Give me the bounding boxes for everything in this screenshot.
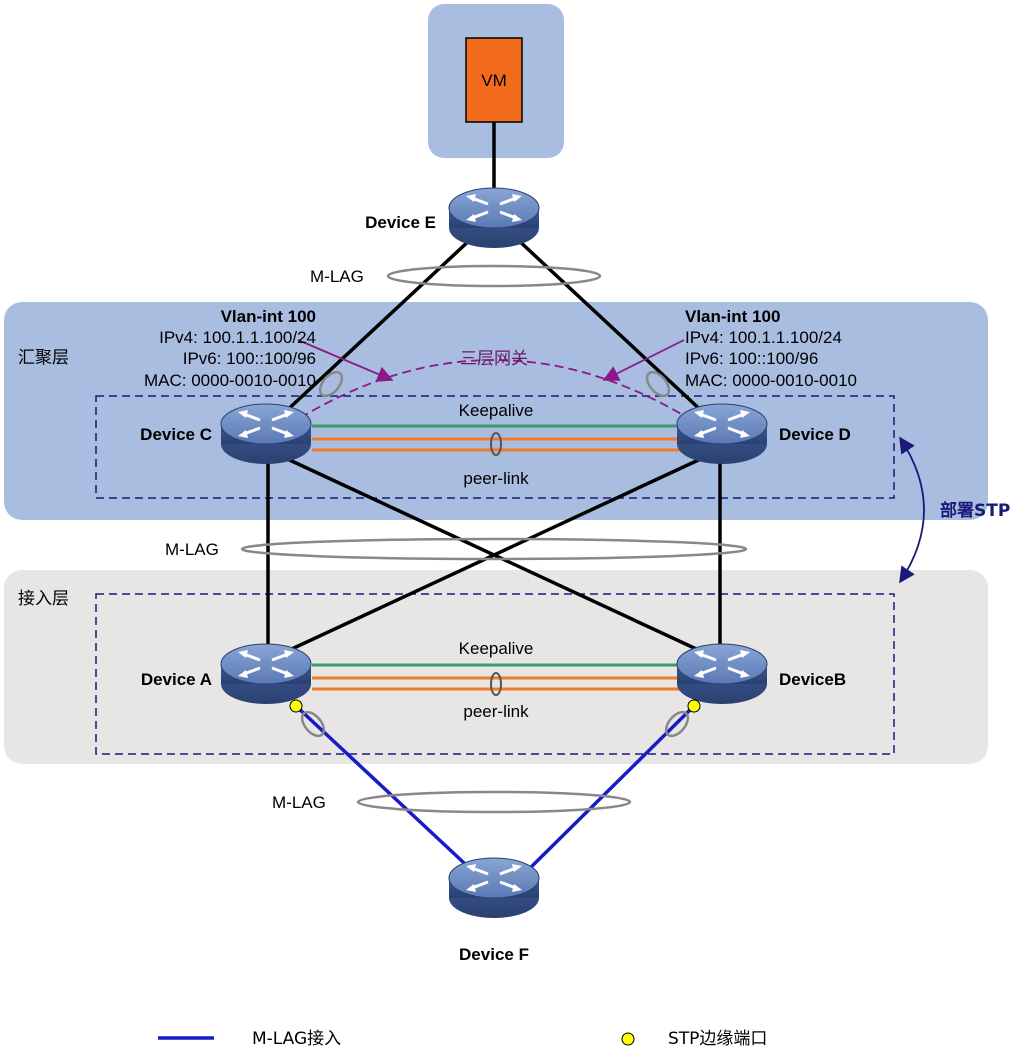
- device-c-switch-icon: [219, 402, 313, 466]
- device-a-switch-icon: [219, 642, 313, 706]
- upper-keepalive-label: Keepalive: [459, 401, 534, 420]
- link-ring-d: [645, 370, 671, 398]
- vm-label: VM: [481, 71, 507, 90]
- vlan-right-ipv4: IPv4: 100.1.1.100/24: [685, 328, 842, 347]
- stp-label: 部署STP: [940, 500, 1010, 521]
- mlag-label-top: M-LAG: [310, 267, 364, 286]
- aggregation-layer-label: 汇聚层: [18, 348, 69, 368]
- vlan-arrow-right: [602, 339, 685, 381]
- lower-peerlink-bundle: [490, 672, 502, 696]
- mlag-ring-bottom: [356, 790, 632, 814]
- upper-peerlink-bundle: [490, 432, 502, 456]
- vm-node: [465, 37, 523, 123]
- legend-mlag-access-label: M-LAG接入: [252, 1029, 341, 1049]
- access-layer-bg: [4, 570, 988, 764]
- access-link-b-f: [520, 704, 696, 878]
- gateway-label: 三层网关: [460, 349, 528, 369]
- aggregation-layer-bg: [4, 302, 988, 520]
- device-b-label: DeviceB: [779, 670, 846, 689]
- link-ring-b: [664, 710, 690, 738]
- vlan-right-title: Vlan-int 100: [685, 307, 780, 326]
- lower-keepalive-label: Keepalive: [459, 639, 534, 658]
- mlag-ring-middle: [240, 537, 748, 561]
- link-e-c: [266, 236, 474, 430]
- device-c-label: Device C: [140, 425, 212, 444]
- upper-mlag-group: [95, 395, 895, 499]
- vlan-arrow-left: [297, 339, 394, 382]
- device-b-switch-icon: [675, 642, 769, 706]
- vlan-right-mac: MAC: 0000-0010-0010: [685, 371, 857, 390]
- device-d-switch-icon: [675, 402, 769, 466]
- upper-peerlink-label: peer-link: [463, 469, 529, 488]
- mlag-ring-top: [386, 264, 602, 288]
- vlan-left-mac: MAC: 0000-0010-0010: [144, 371, 316, 390]
- vlan-left-ipv4: IPv4: 100.1.1.100/24: [159, 328, 316, 347]
- legend-stp-edge-dot: [621, 1032, 635, 1046]
- access-link-a-f: [294, 704, 480, 878]
- vlan-left-ipv6: IPv6: 100::100/96: [183, 349, 316, 368]
- device-e-label: Device E: [365, 213, 436, 232]
- stp-edge-port-b: [687, 699, 701, 713]
- link-ring-c: [318, 370, 344, 398]
- mlag-label-bottom: M-LAG: [272, 793, 326, 812]
- stp-arrow: [899, 436, 925, 584]
- device-a-label: Device A: [141, 670, 212, 689]
- legend-stp-edge-label: STP边缘端口: [668, 1029, 767, 1049]
- vlan-left-title: Vlan-int 100: [221, 307, 316, 326]
- device-d-label: Device D: [779, 425, 851, 444]
- gateway-arc: [299, 359, 689, 419]
- access-layer-label: 接入层: [18, 589, 69, 609]
- vlan-right-ipv6: IPv6: 100::100/96: [685, 349, 818, 368]
- device-f-switch-icon: [447, 856, 541, 920]
- lower-mlag-group: [95, 593, 895, 755]
- lower-peerlink-label: peer-link: [463, 702, 529, 721]
- device-e-switch-icon: [447, 186, 541, 250]
- link-e-d: [514, 236, 722, 430]
- link-d-a: [267, 448, 721, 662]
- device-f-label: Device F: [459, 945, 529, 964]
- stp-edge-port-a: [289, 699, 303, 713]
- link-ring-a: [300, 710, 326, 738]
- mlag-label-middle: M-LAG: [165, 540, 219, 559]
